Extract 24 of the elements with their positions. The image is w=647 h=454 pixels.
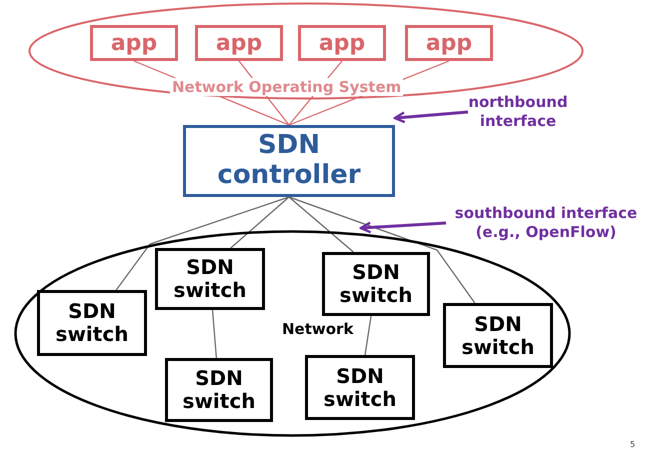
- connector-line: [212, 310, 217, 358]
- app-box: app: [298, 25, 386, 61]
- switch-box: SDN switch: [155, 248, 265, 310]
- switch-box: SDN switch: [443, 303, 553, 368]
- arrow: [360, 222, 446, 234]
- ellipse-label: Network Operating System: [170, 78, 404, 96]
- connector-line: [116, 196, 290, 290]
- switch-box: SDN switch: [165, 358, 273, 422]
- connector-line: [364, 316, 372, 356]
- switch-box: SDN switch: [37, 290, 147, 356]
- switch-box: SDN switch: [322, 252, 430, 316]
- connector-line: [230, 196, 290, 248]
- app-box: app: [195, 25, 283, 61]
- app-box: app: [90, 25, 178, 61]
- page-number: 5: [630, 440, 636, 449]
- annotation-text: southbound interface (e.g., OpenFlow): [446, 202, 646, 244]
- arrow: [394, 110, 468, 124]
- switch-box: SDN switch: [305, 355, 415, 420]
- app-box: app: [405, 25, 493, 61]
- connector-line: [288, 196, 354, 252]
- connector-line: [288, 196, 476, 304]
- controller-box: SDN controller: [183, 125, 395, 197]
- annotation-text: northbound interface: [468, 92, 568, 132]
- ellipse-label: Network: [282, 320, 354, 338]
